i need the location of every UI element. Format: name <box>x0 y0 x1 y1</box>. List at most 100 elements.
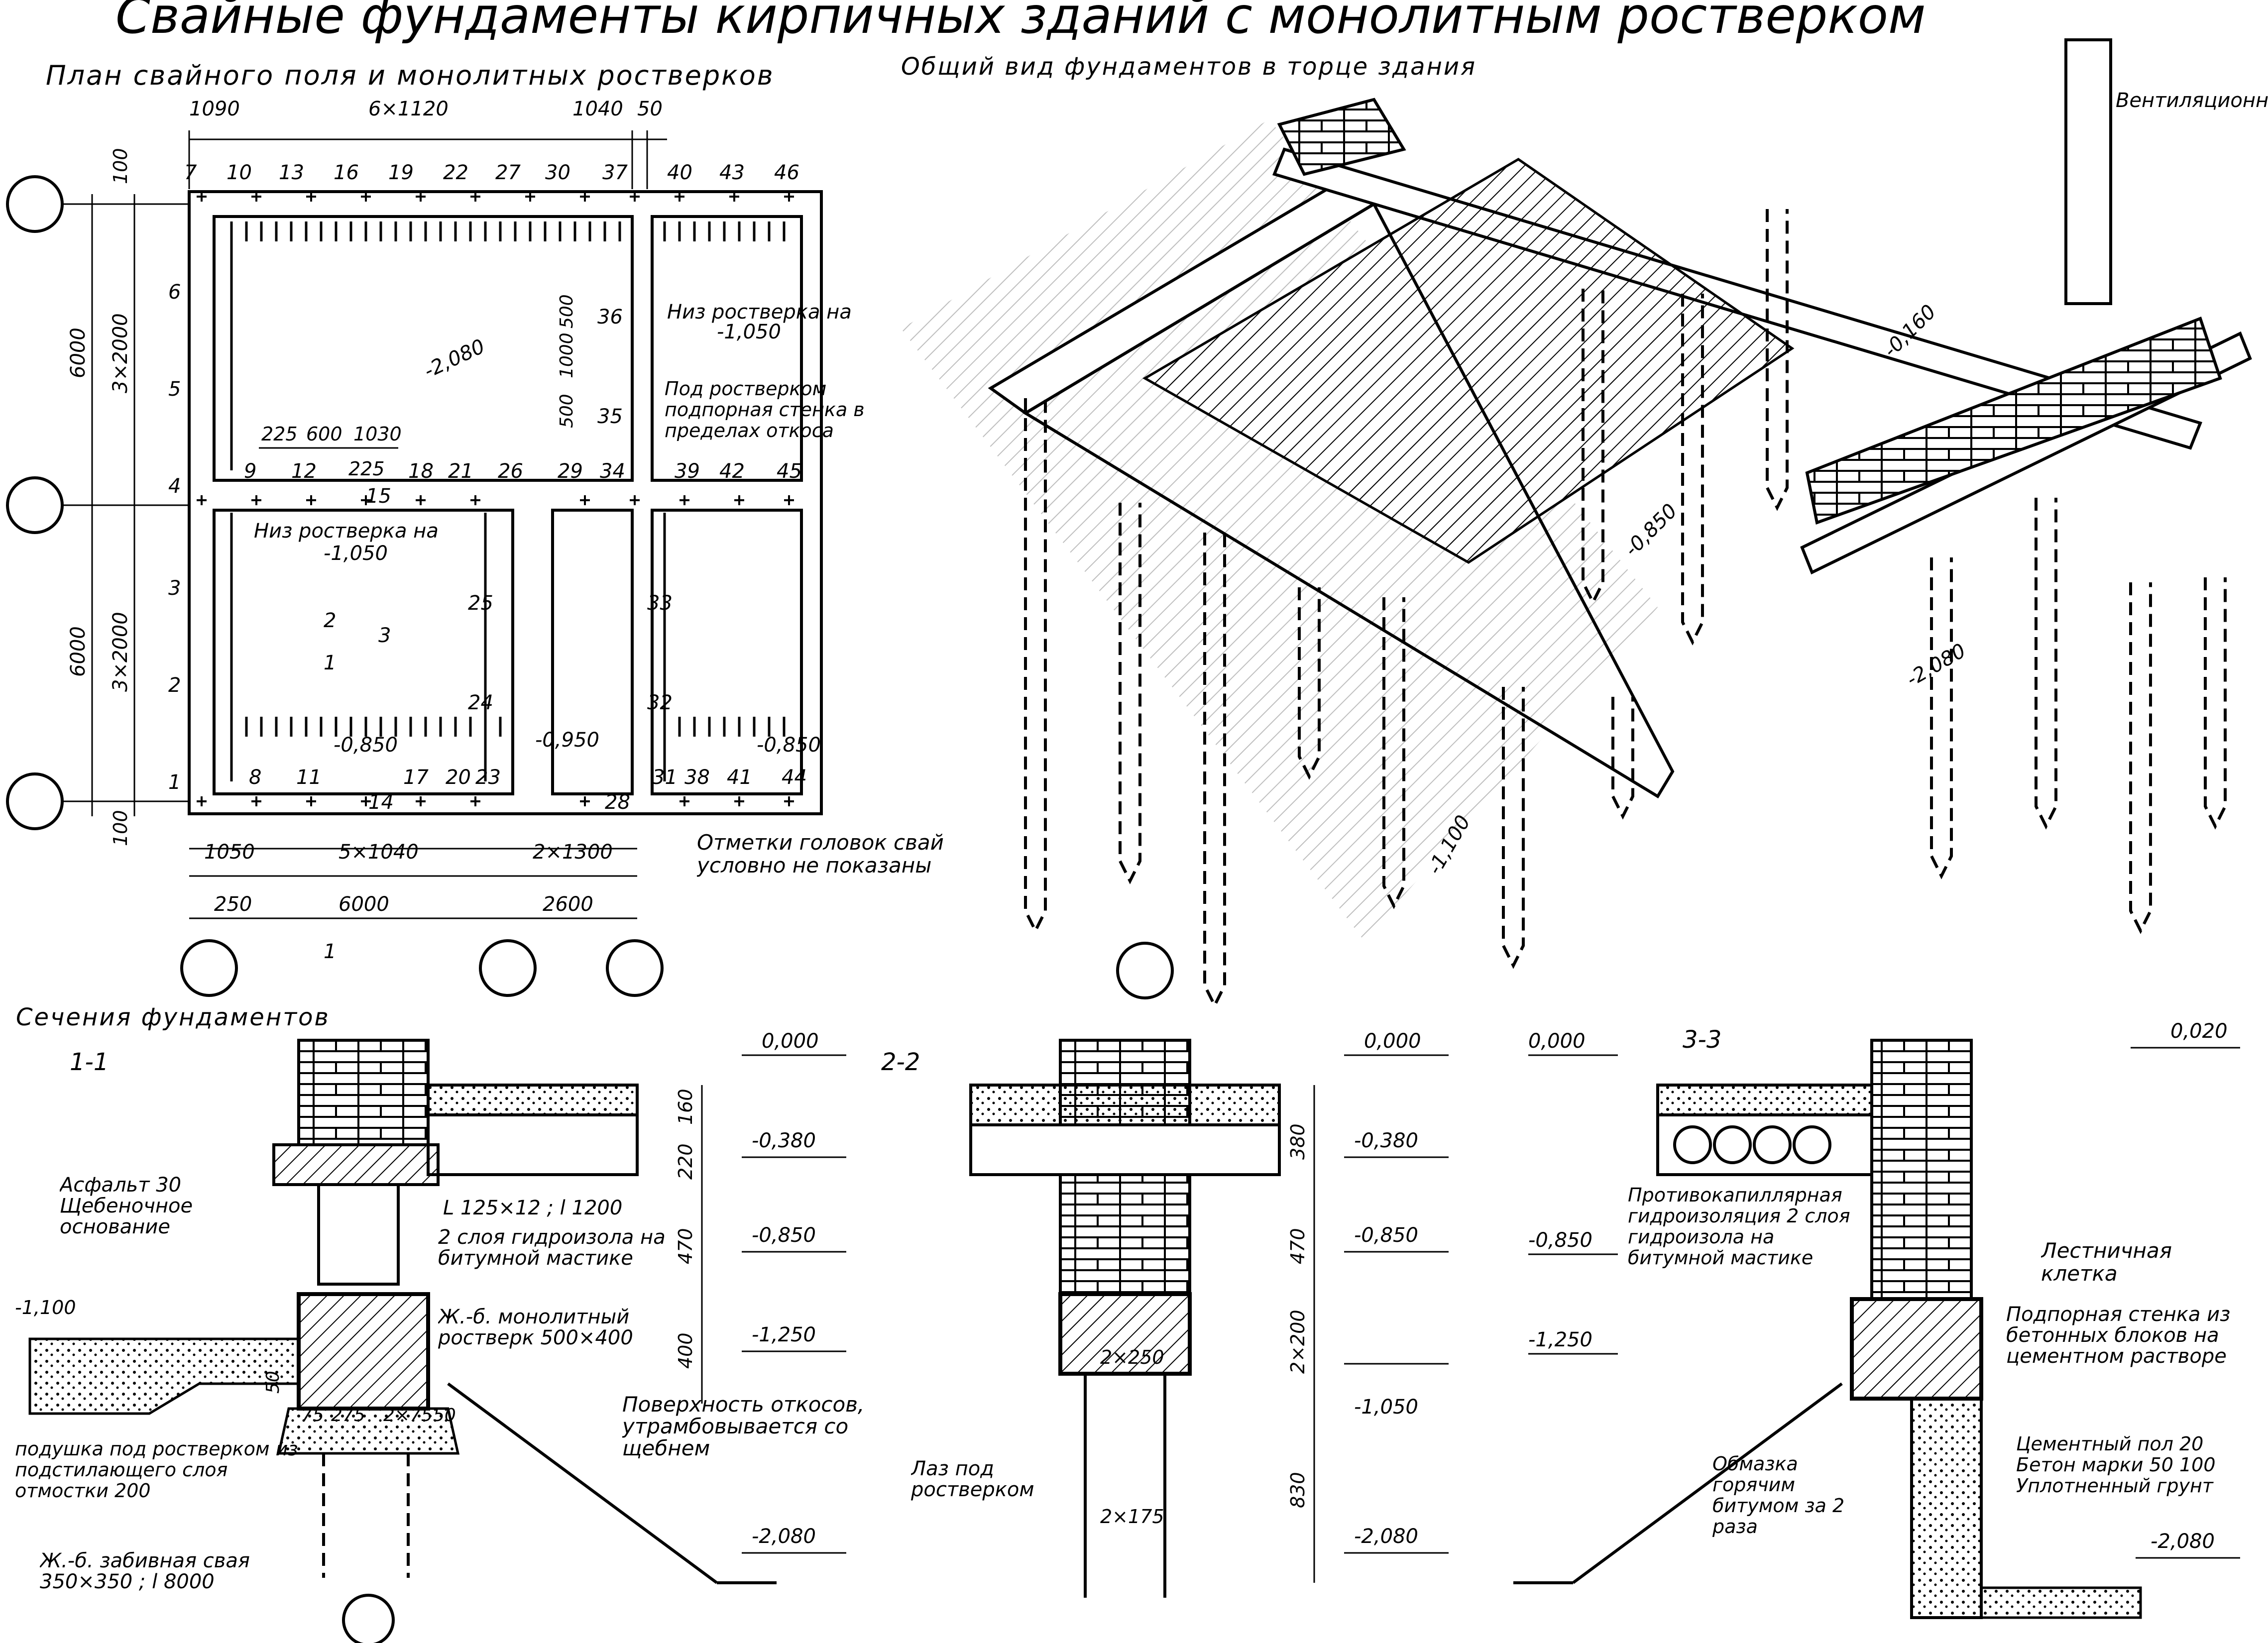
slope-hatch-lower-right <box>478 513 498 781</box>
s33-elevations: 0,000 0,020 -0,850 -1,250 -2,080 <box>1528 1020 2240 1559</box>
pile-number: 32 <box>647 691 673 714</box>
plan-inner-dimensions: 225 600 1030 225 500 1000 500 <box>259 294 577 480</box>
axonometric-view: Общий вид фундаментов в торце здания <box>901 38 2268 1009</box>
bitumen-note: Обмазка горячим битумом за 2 раза <box>1712 1453 1844 1537</box>
bottom-dim: 5×1040 <box>339 841 419 864</box>
pile-number: 5 <box>168 378 181 401</box>
pile-number: 41 <box>727 766 752 789</box>
floor-note: Цементный пол 20 Бетон марки 50 100 Упло… <box>2016 1433 2216 1496</box>
elevation-label: -0,850 <box>757 734 821 757</box>
pile-number: 2 <box>168 674 181 697</box>
pile-number: 18 <box>408 460 434 483</box>
section-mark: 1 <box>324 940 336 963</box>
pile-number: 28 <box>605 791 630 814</box>
pile-number: 3 <box>168 577 181 600</box>
axo-elevation: -0,850 <box>1620 499 1682 561</box>
slopes-note: Поверхность откосов, утрамбовывается со … <box>622 1394 864 1459</box>
s22-slab <box>969 1123 1281 1176</box>
sheet-title: Свайные фундаменты кирпичных зданий с мо… <box>115 0 1926 45</box>
slope-hatch-lower-bottom <box>219 717 508 737</box>
cushion-note: подушка под ростверком из подстилающего … <box>15 1438 298 1501</box>
elevation-label: -1,100 <box>15 1297 76 1318</box>
grillage-note-top-value: -1,050 <box>717 321 781 343</box>
axis-bubble <box>6 772 64 830</box>
axo-pit <box>1142 158 1795 564</box>
pile-number: 40 <box>667 161 692 184</box>
pile-number: 46 <box>774 161 799 184</box>
axis-bubble <box>180 939 238 997</box>
grillage-beams <box>188 190 823 815</box>
pile-number: 26 <box>498 460 523 483</box>
retaining-wall-note: Под ростверком подпорная стенка в предел… <box>665 378 865 441</box>
elevation-label: -0,850 <box>1528 1229 1592 1252</box>
pile-number: 30 <box>545 161 570 184</box>
pile-numbers-left: 1 2 3 4 5 6 <box>168 281 181 794</box>
section-1-1: 1-1 160 220 470 400 50 75 275 2×75 50 <box>15 1030 864 1643</box>
s11-slab <box>427 1084 639 1116</box>
pile-note: Ж.-б. забивная свая 350×350 ; l 8000 <box>40 1550 250 1592</box>
s22-width: 2×250 <box>1100 1346 1164 1368</box>
pile-number: 19 <box>388 161 414 184</box>
pile-number: 33 <box>647 592 673 615</box>
axo-elevation: -2,080 <box>1903 639 1970 691</box>
elevation-label: -0,380 <box>752 1129 816 1152</box>
axo-title: Общий вид фундаментов в торце здания <box>901 53 1476 81</box>
s11-dim: 275 <box>331 1405 365 1425</box>
pile-number: 4 <box>168 475 181 498</box>
top-dim-1090: 1090 <box>189 98 240 120</box>
slope-hatch-left <box>219 221 239 470</box>
slope-hatch-lower-left <box>219 513 239 781</box>
s11-slab <box>427 1113 639 1176</box>
top-dim-6x1120: 6×1120 <box>368 98 449 120</box>
s11-cushion <box>277 1407 460 1455</box>
elevation-label: -0,950 <box>535 729 599 752</box>
section-label: 2-2 <box>881 1048 920 1076</box>
axis-bubble <box>1116 942 1174 999</box>
s11-elevations: 0,000 -0,380 -0,850 -1,250 -2,080 -1,100 <box>15 1030 846 1554</box>
elevation-label: -0,380 <box>1354 1129 1418 1152</box>
bottom-dim: 2×1300 <box>533 841 613 864</box>
pile-number: 29 <box>558 460 583 483</box>
left-dim: 6000 <box>67 626 90 677</box>
left-dim: 100 <box>110 148 131 184</box>
pile-number: 9 <box>244 460 256 483</box>
inner-dim: 1000 <box>557 332 577 378</box>
left-dim: 3×2000 <box>109 612 132 692</box>
plan-bottom-dimensions: 1050 5×1040 2×1300 250 6000 2600 <box>189 841 637 919</box>
pile-number: 43 <box>719 161 745 184</box>
s11-dim: 50 <box>263 1371 283 1394</box>
left-dim: 3×2000 <box>109 313 132 393</box>
axis-bubble <box>606 939 664 997</box>
axo-piles <box>1024 209 2227 1009</box>
pile-number: 12 <box>291 460 317 483</box>
elevation-label: -0,850 <box>1354 1224 1418 1247</box>
axis-bubble <box>6 175 64 233</box>
pile-number: 39 <box>675 460 700 483</box>
bottom-dim: 2600 <box>543 893 593 916</box>
s11-dim: 470 <box>675 1228 696 1264</box>
slope-hatch-right-bottom <box>657 717 796 737</box>
s22-grillage <box>1058 1292 1192 1376</box>
axis-bubble <box>479 939 537 997</box>
inner-dim: 225 <box>348 458 385 480</box>
plan-left-dimensions: 6000 3×2000 6000 3×2000 100 100 <box>67 148 135 846</box>
pile-number: 25 <box>468 592 493 615</box>
pile-number: 37 <box>602 161 628 184</box>
pile-number: 13 <box>279 161 304 184</box>
pile-number: 17 <box>403 766 429 789</box>
pile-number: 22 <box>443 161 468 184</box>
elevation-label: -1,250 <box>1528 1328 1592 1351</box>
asphalt-note: Асфальт 30 Щебеночное основание <box>60 1175 193 1237</box>
s22-dim: 380 <box>1287 1123 1309 1160</box>
elevation-label: -1,250 <box>752 1323 816 1346</box>
s11-ground <box>28 1337 300 1415</box>
axo-wall <box>1805 317 2222 525</box>
pile-number: 35 <box>597 405 623 428</box>
pile-number: 23 <box>475 766 501 789</box>
pile-number: 11 <box>296 766 322 789</box>
hydro-note: 2 слоя гидроизола на битумной мастике <box>438 1227 666 1269</box>
plan-title: План свайного поля и монолитных ростверк… <box>46 60 775 91</box>
top-dim-50: 50 <box>637 98 663 120</box>
pile-number: 21 <box>448 460 473 483</box>
elevation-label: -2,080 <box>1354 1525 1418 1548</box>
